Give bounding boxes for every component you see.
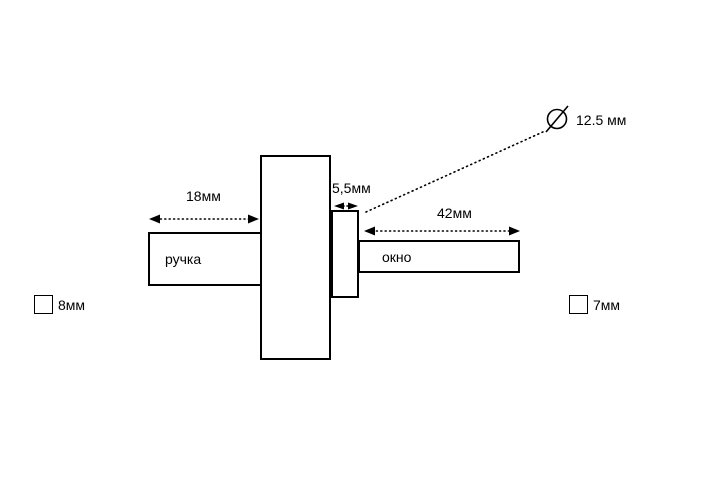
handle-bar-rect: ручка bbox=[148, 232, 262, 286]
diameter-label: 12.5 мм bbox=[576, 112, 627, 128]
diameter-symbol-icon bbox=[545, 105, 569, 133]
dim-arrow-5-5mm bbox=[334, 202, 358, 210]
dim-arrow-18mm bbox=[149, 214, 259, 224]
spindle-body-rect bbox=[260, 155, 331, 360]
right-square bbox=[569, 295, 588, 314]
left-square bbox=[34, 295, 53, 314]
window-label: окно bbox=[382, 248, 412, 265]
left-square-label: 8мм bbox=[58, 297, 86, 313]
diameter-leader-line bbox=[365, 130, 546, 213]
window-bar-rect: окно bbox=[358, 240, 520, 273]
handle-label: ручка bbox=[165, 251, 202, 267]
dim-arrow-42mm bbox=[364, 226, 520, 236]
dim-label-5-5mm: 5,5мм bbox=[332, 180, 371, 196]
dim-label-42mm: 42мм bbox=[437, 205, 472, 221]
neck-rect bbox=[331, 210, 359, 298]
dim-label-18mm: 18мм bbox=[186, 188, 221, 204]
right-square-label: 7мм bbox=[593, 297, 621, 313]
